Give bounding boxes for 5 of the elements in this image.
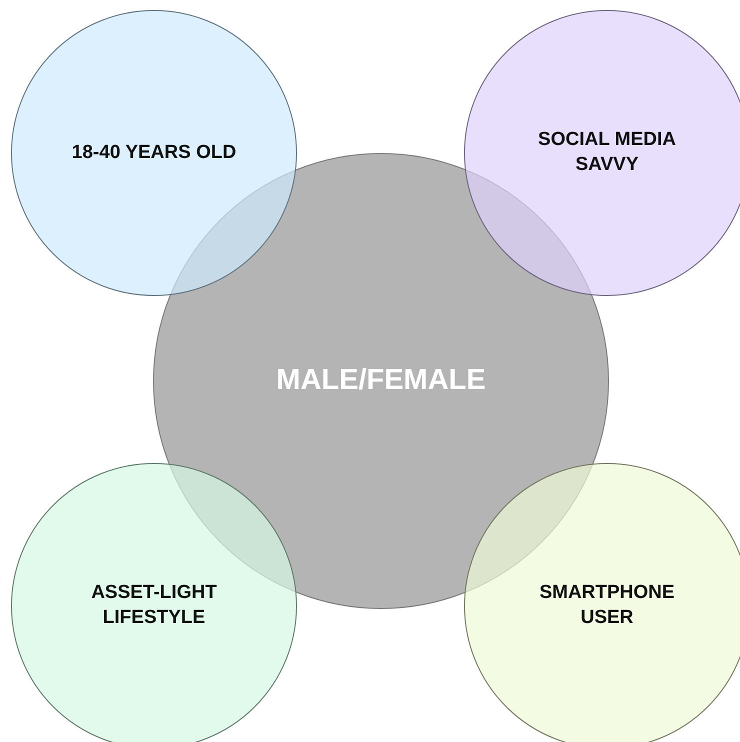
circle-label: 18-40 YEARS OLD — [72, 140, 236, 165]
circle-label: SMARTPHONE USER — [538, 581, 676, 630]
circle-label: MALE/FEMALE — [276, 363, 486, 398]
circle-label: SOCIAL MEDIA SAVVY — [537, 128, 677, 177]
circle-label: ASSET-LIGHT LIFESTYLE — [90, 581, 218, 630]
